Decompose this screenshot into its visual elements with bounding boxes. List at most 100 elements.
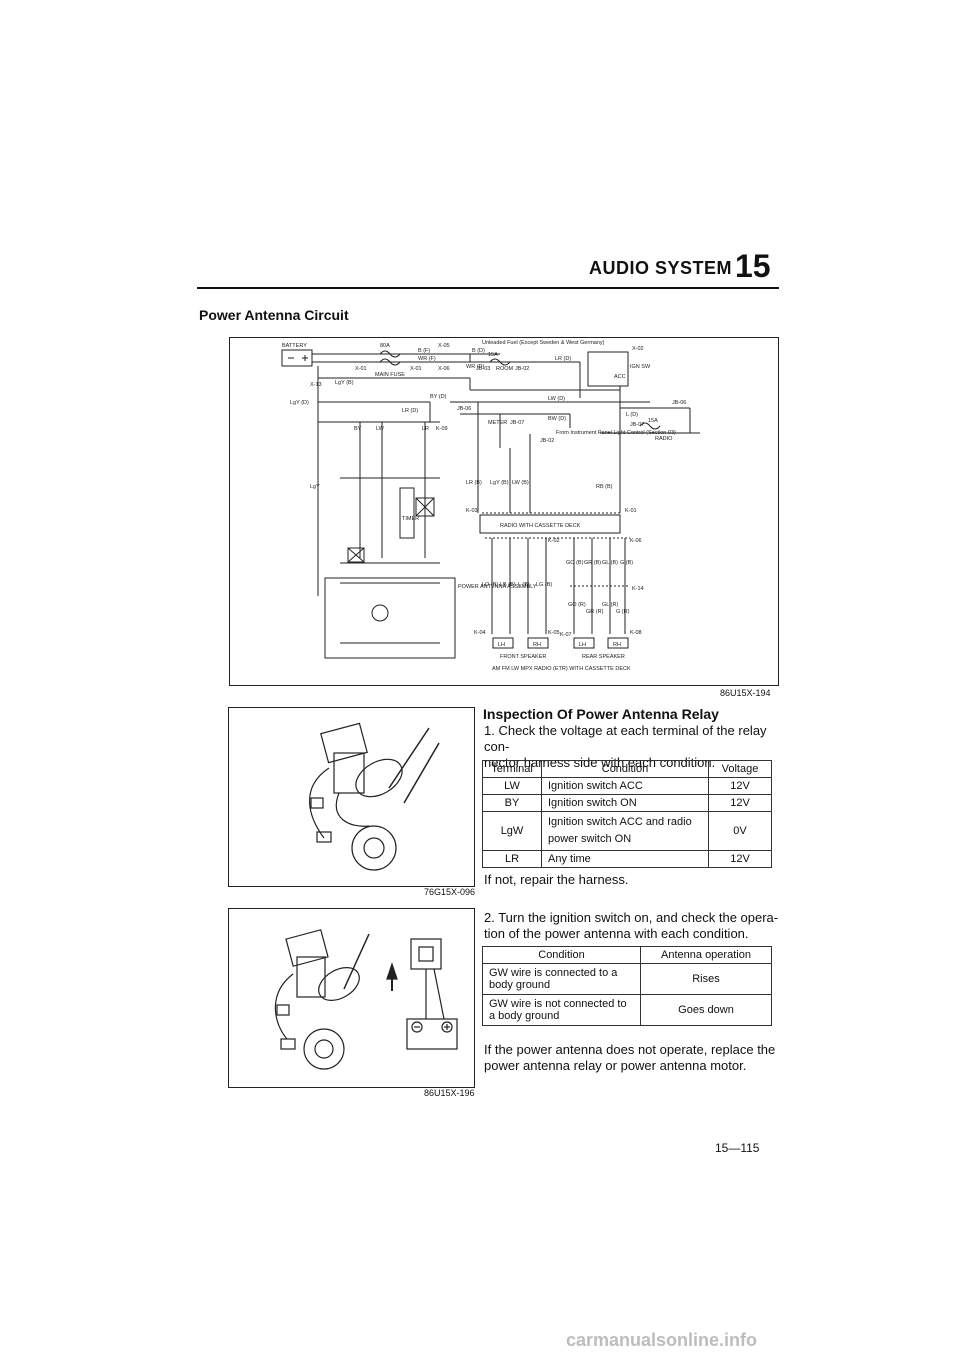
svg-text:15A: 15A <box>648 418 658 424</box>
svg-text:B (F): B (F) <box>418 348 430 354</box>
table-row: GW wire is connected to a body ground Ri… <box>482 963 772 995</box>
note-2: If the power antenna does not operate, r… <box>484 1042 776 1073</box>
table-row: BY Ignition switch ON 12V <box>482 794 772 812</box>
table-row: LgW Ignition switch ACC and radio power … <box>482 811 772 851</box>
svg-text:LgY (B): LgY (B) <box>335 380 354 386</box>
svg-text:X-01: X-01 <box>410 366 422 372</box>
svg-text:LR (D): LR (D) <box>555 356 571 362</box>
svg-text:80A: 80A <box>380 343 390 349</box>
battery-symbol <box>281 349 313 367</box>
svg-text:LH: LH <box>498 642 505 648</box>
svg-text:K-05: K-05 <box>548 630 560 636</box>
svg-text:X-02: X-02 <box>632 346 644 352</box>
svg-text:JB-07: JB-07 <box>630 422 644 428</box>
rear-speaker-rh <box>607 637 629 649</box>
svg-text:POWER ANTENNA ASSEMBLY: POWER ANTENNA ASSEMBLY <box>458 584 537 590</box>
note-1: If not, repair the harness. <box>484 872 629 887</box>
svg-text:FRONT SPEAKER: FRONT SPEAKER <box>500 654 546 660</box>
svg-text:LR (B): LR (B) <box>466 480 482 486</box>
svg-text:TIMER: TIMER <box>402 516 419 522</box>
svg-text:MAIN FUSE: MAIN FUSE <box>375 372 405 378</box>
svg-text:LW (D): LW (D) <box>548 396 565 402</box>
rear-speaker-lh <box>573 637 595 649</box>
svg-text:LG (B): LG (B) <box>536 582 552 588</box>
diagram-label: BATTERY <box>282 343 307 349</box>
svg-text:LgY (D): LgY (D) <box>290 400 309 406</box>
svg-text:K-04: K-04 <box>474 630 486 636</box>
svg-text:ACC: ACC <box>614 374 626 380</box>
table1-header-voltage: Voltage <box>708 760 772 778</box>
svg-text:GO (R): GO (R) <box>568 602 586 608</box>
timer-box <box>399 487 415 539</box>
svg-text:IGN SW: IGN SW <box>630 364 651 370</box>
table1-header-terminal: Terminal <box>482 760 542 778</box>
svg-text:K-06: K-06 <box>630 538 642 544</box>
ignition-switch <box>587 351 629 387</box>
table2-header-operation: Antenna operation <box>640 946 772 964</box>
svg-text:G (R): G (R) <box>616 609 630 615</box>
svg-text:BY: BY <box>354 426 362 432</box>
svg-text:LH: LH <box>579 642 586 648</box>
svg-text:ROOM: ROOM <box>496 366 514 372</box>
svg-text:G (B): G (B) <box>620 560 633 566</box>
relay-photo-1 <box>228 707 475 887</box>
svg-text:X-01: X-01 <box>355 366 367 372</box>
svg-text:RH: RH <box>613 642 621 648</box>
svg-text:JB-06: JB-06 <box>457 406 471 412</box>
svg-text:LW: LW <box>376 426 385 432</box>
svg-text:JB-02: JB-02 <box>515 366 529 372</box>
table-row: LW Ignition switch ACC 12V <box>482 777 772 795</box>
svg-text:L (D): L (D) <box>626 412 638 418</box>
svg-text:LgY: LgY <box>310 484 320 490</box>
wiring-diagram: BATTERY 80A MAIN FUSE X-01 X-01 X-05 X-0… <box>281 340 700 672</box>
svg-text:RH: RH <box>533 642 541 648</box>
svg-text:WR (F): WR (F) <box>418 356 436 362</box>
svg-text:15A: 15A <box>488 352 498 358</box>
inspection-title: Inspection Of Power Antenna Relay <box>483 706 719 722</box>
svg-text:K-08: K-08 <box>630 630 642 636</box>
wiring-diagram-frame: BATTERY 80A MAIN FUSE X-01 X-01 X-05 X-0… <box>229 337 779 686</box>
svg-text:K-09: K-09 <box>436 426 448 432</box>
svg-text:X-06: X-06 <box>438 366 450 372</box>
diagram-code: 86U15X-194 <box>720 688 771 698</box>
svg-text:K-03: K-03 <box>466 508 478 514</box>
svg-text:K-02: K-02 <box>548 538 560 544</box>
photo1-code: 76G15X-096 <box>424 887 476 897</box>
section-name: AUDIO SYSTEM <box>589 258 733 278</box>
radio-deck-box <box>479 514 621 534</box>
antenna-test-illustration <box>274 929 458 1070</box>
antenna-motor-illustration <box>309 722 440 871</box>
svg-text:LB (B): LB (B) <box>500 582 516 588</box>
svg-text:LgY (B): LgY (B) <box>490 480 509 486</box>
svg-text:K-07: K-07 <box>560 632 572 638</box>
svg-text:BW (D): BW (D) <box>548 416 566 422</box>
motor-symbol <box>371 604 389 622</box>
table-row: LR Any time 12V <box>482 850 772 868</box>
svg-text:From Instrument Panel Light Co: From Instrument Panel Light Control (Sec… <box>556 430 676 436</box>
svg-text:Unleaded Fuel (Except Sweden &: Unleaded Fuel (Except Sweden & West Germ… <box>482 340 605 346</box>
svg-text:WR (D): WR (D) <box>466 364 484 370</box>
svg-text:GR (B): GR (B) <box>584 560 601 566</box>
section-number: 15 <box>735 248 771 284</box>
step-2: 2. Turn the ignition switch on, and chec… <box>484 910 779 941</box>
svg-text:JB-07: JB-07 <box>510 420 524 426</box>
table1-header-condition: Condition <box>541 760 709 778</box>
svg-text:METER: METER <box>488 420 507 426</box>
svg-text:JB-06: JB-06 <box>672 400 686 406</box>
antenna-assembly-box <box>324 577 456 659</box>
relay-photo-2 <box>228 908 475 1088</box>
svg-text:REAR SPEAKER: REAR SPEAKER <box>582 654 625 660</box>
svg-text:X-13: X-13 <box>310 382 322 388</box>
voltage-table: Terminal Condition Voltage LW Ignition s… <box>482 760 772 868</box>
svg-text:JB-02: JB-02 <box>540 438 554 444</box>
page-number: 15—115 <box>715 1141 760 1155</box>
table-row: GW wire is not connected to a body groun… <box>482 994 772 1026</box>
svg-text:BY (D): BY (D) <box>430 394 447 400</box>
svg-text:L (B): L (B) <box>518 582 530 588</box>
svg-text:K-14: K-14 <box>632 586 644 592</box>
svg-text:GL (B): GL (B) <box>602 560 618 566</box>
svg-text:X-05: X-05 <box>438 343 450 349</box>
svg-text:B (D): B (D) <box>472 348 485 354</box>
svg-text:JB-03: JB-03 <box>476 366 490 372</box>
table2-header-condition: Condition <box>482 946 641 964</box>
